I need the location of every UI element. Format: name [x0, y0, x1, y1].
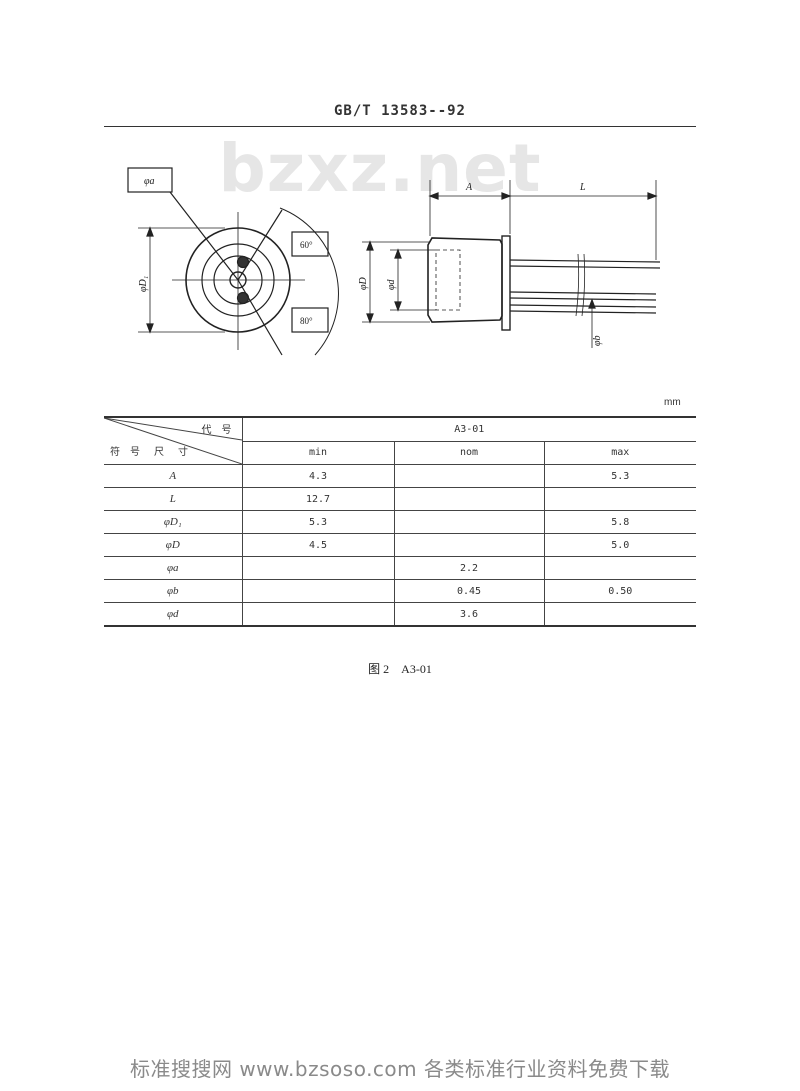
- column-header: min: [242, 440, 395, 465]
- label-phi-a: φa: [144, 176, 155, 187]
- label-angle-top: 60°: [300, 240, 313, 250]
- cell-nom: 3.6: [393, 602, 545, 627]
- table-row: φD 4.5 5.0: [104, 533, 696, 557]
- cell-min: 5.3: [241, 510, 395, 534]
- table-header-row: 代 号 符 号 尺 寸 A3-01: [104, 416, 696, 465]
- cell-max: 5.8: [543, 510, 696, 534]
- table-row: L 12.7: [104, 487, 696, 511]
- unit-label: mm: [664, 397, 681, 408]
- table-row: φa 2.2: [104, 556, 696, 580]
- cell-max: [543, 556, 696, 580]
- table-row: φd 3.6: [104, 602, 696, 627]
- footer-banner: 标准搜搜网 www.bzsoso.com 各类标准行业资料免费下载: [129, 1057, 671, 1081]
- cell-min: 12.7: [241, 487, 395, 511]
- cell-min: 4.5: [241, 533, 395, 557]
- label-phi-D: φD: [358, 276, 369, 290]
- column-header: max: [543, 440, 696, 465]
- row-symbol: φb: [104, 579, 243, 603]
- corner-diagonals: [104, 418, 241, 464]
- label-L: L: [579, 182, 586, 193]
- table-row: A 4.3 5.3: [104, 464, 696, 488]
- group-header: A3-01: [241, 416, 696, 442]
- cell-min: [241, 579, 395, 603]
- header-corner-cell: 代 号 符 号 尺 寸: [104, 416, 243, 465]
- end-view: [127, 167, 339, 356]
- technical-drawing: φa φD₁ 60° 80° A L φD φd φb: [127, 167, 661, 356]
- label-phi-d1: φD₁: [138, 276, 149, 292]
- cell-max: 0.50: [543, 579, 696, 603]
- dimension-table: 代 号 符 号 尺 寸 A3-01 min nom max A 4.3 5.3 …: [104, 416, 696, 627]
- cell-max: 5.0: [543, 533, 696, 557]
- row-symbol: φa: [104, 556, 243, 580]
- label-phi-d-drawing: φd: [386, 278, 397, 290]
- cell-min: [241, 602, 395, 627]
- cell-max: [543, 602, 696, 627]
- label-phi-b: φb: [592, 335, 603, 346]
- table-column-row: min nom max: [104, 440, 696, 465]
- corner-label-code: 代 号: [201, 425, 234, 436]
- label-angle-bottom: 80°: [300, 316, 313, 326]
- header-rule: [104, 126, 696, 127]
- cell-nom: [393, 510, 545, 534]
- table-row: φD₁ 5.3 5.8: [104, 510, 696, 534]
- side-view: [362, 180, 661, 348]
- corner-label-symbol-size: 符 号 尺 寸: [110, 447, 191, 458]
- table-row: φb 0.45 0.50: [104, 579, 696, 603]
- document-header: GB/T 13583--92: [333, 103, 466, 119]
- row-symbol: φD₁: [104, 510, 243, 534]
- cell-max: [543, 487, 696, 511]
- cell-min: [241, 556, 395, 580]
- cell-nom: 0.45: [393, 579, 545, 603]
- row-symbol: L: [104, 487, 243, 511]
- row-symbol: φd: [104, 602, 243, 627]
- cell-max: 5.3: [543, 464, 696, 488]
- label-A: A: [465, 182, 473, 193]
- row-symbol: A: [104, 464, 243, 488]
- figure-caption: 图 2 A3-01: [368, 662, 432, 676]
- row-symbol: φD: [104, 533, 243, 557]
- cell-nom: 2.2: [393, 556, 545, 580]
- cell-nom: [393, 533, 545, 557]
- cell-min: 4.3: [241, 464, 395, 488]
- column-header: nom: [393, 440, 545, 465]
- watermark: bzxz.net: [218, 130, 542, 207]
- cell-nom: [393, 487, 545, 511]
- cell-nom: [393, 464, 545, 488]
